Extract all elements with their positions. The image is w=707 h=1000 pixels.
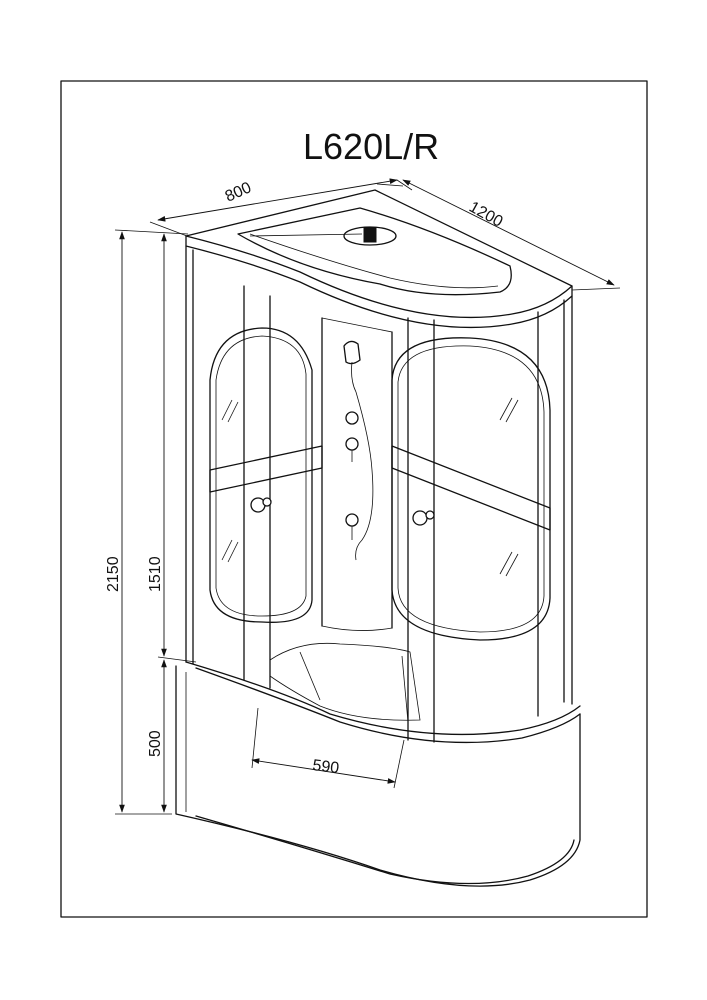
- dimension-width-label: 1200: [466, 199, 505, 231]
- drawing-frame: [60, 80, 648, 918]
- shower-column: [321, 317, 393, 631]
- dimension-depth-label: 800: [223, 179, 254, 205]
- dimension-width: 1200: [396, 179, 621, 291]
- dimension-total-height: 2150: [105, 229, 189, 815]
- dimension-door-opening: 590: [251, 707, 405, 789]
- model-title: L620L/R: [303, 126, 439, 167]
- right-glass-panel: [391, 337, 551, 641]
- left-glass-panel: [209, 327, 323, 623]
- shower-tray: [175, 643, 581, 887]
- dimension-door-opening-label: 590: [312, 757, 341, 777]
- cabin-roof: [185, 189, 573, 329]
- dimension-glass-height: 1510: [147, 233, 197, 663]
- dimension-tray-height: 500: [147, 659, 167, 813]
- dimension-total-height-label: 2150: [105, 556, 122, 592]
- dimension-tray-height-label: 500: [147, 730, 164, 757]
- dimension-glass-height-label: 1510: [147, 556, 164, 592]
